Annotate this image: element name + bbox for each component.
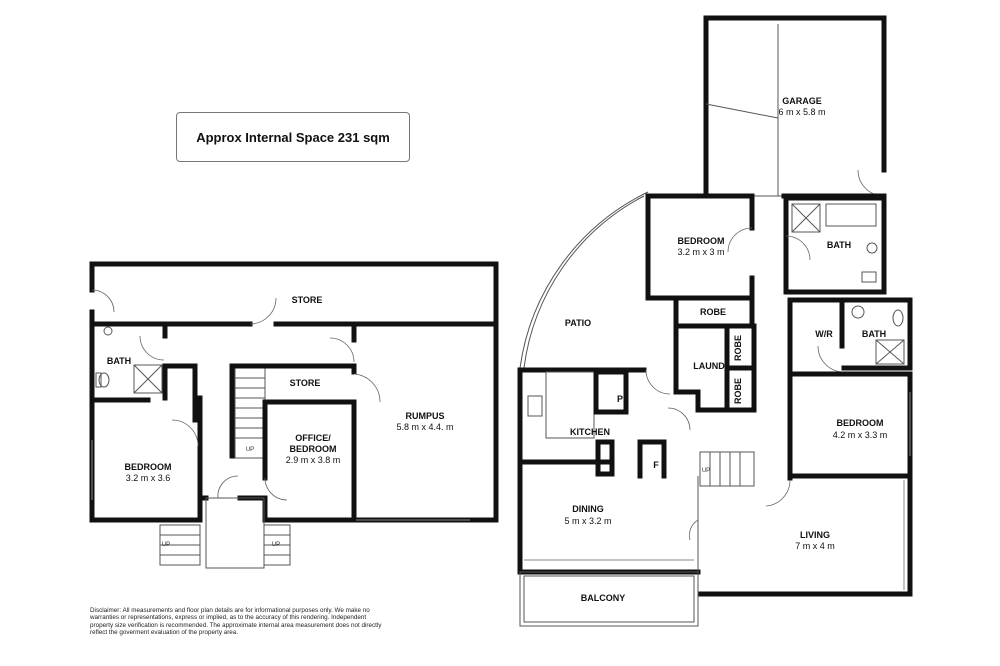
upper-stair-label: UP bbox=[702, 468, 710, 474]
bedroom2-label: BEDROOM bbox=[837, 418, 884, 428]
disclaimer-text: Disclaimer: All measurements and floor p… bbox=[90, 607, 382, 636]
living-label: LIVING bbox=[800, 530, 830, 540]
dining-size: 5 m x 3.2 m bbox=[564, 516, 611, 526]
kitchen-label: KITCHEN bbox=[570, 427, 610, 437]
bedroom1-label: BEDROOM bbox=[678, 236, 725, 246]
stair-up-label: UP bbox=[246, 447, 254, 453]
entry-stair-left-label: UP bbox=[162, 542, 170, 548]
upper-floor bbox=[517, 15, 913, 627]
laund-label: LAUND bbox=[693, 361, 725, 371]
bedroom-size: 3.2 m x 3.6 bbox=[126, 473, 171, 483]
bedroom2-size: 4.2 m x 3.3 m bbox=[833, 430, 888, 440]
bedroom-label: BEDROOM bbox=[125, 462, 172, 472]
rumpus-label: RUMPUS bbox=[405, 411, 444, 421]
patio-label: PATIO bbox=[565, 318, 591, 328]
area-note: Approx Internal Space 231 sqm bbox=[176, 112, 410, 162]
rumpus-size: 5.8 m x 4.4. m bbox=[396, 422, 453, 432]
bath1-label: BATH bbox=[827, 240, 851, 250]
office-size: 2.9 m x 3.8 m bbox=[286, 455, 341, 465]
robe3-label: ROBE bbox=[733, 378, 743, 404]
wir-label: W/R bbox=[815, 329, 833, 339]
dining-label: DINING bbox=[572, 504, 604, 514]
entry-stair-right-label: UP bbox=[272, 542, 280, 548]
garage-size: 6 m x 5.8 m bbox=[778, 107, 825, 117]
bedroom1-size: 3.2 m x 3 m bbox=[677, 247, 724, 257]
office-label-2: BEDROOM bbox=[290, 444, 337, 454]
robe1-label: ROBE bbox=[700, 307, 726, 317]
office-label-1: OFFICE/ bbox=[295, 433, 331, 443]
bath-label: BATH bbox=[107, 356, 131, 366]
lower-floor bbox=[89, 261, 499, 569]
balcony-label: BALCONY bbox=[581, 593, 626, 603]
store-mid-label: STORE bbox=[290, 378, 321, 388]
pantry-label: P bbox=[617, 394, 623, 404]
garage-label: GARAGE bbox=[782, 96, 822, 106]
living-size: 7 m x 4 m bbox=[795, 541, 835, 551]
robe2-label: ROBE bbox=[733, 335, 743, 361]
store-top-label: STORE bbox=[292, 295, 323, 305]
fridge-label: F bbox=[653, 460, 659, 470]
bath2-label: BATH bbox=[862, 329, 886, 339]
